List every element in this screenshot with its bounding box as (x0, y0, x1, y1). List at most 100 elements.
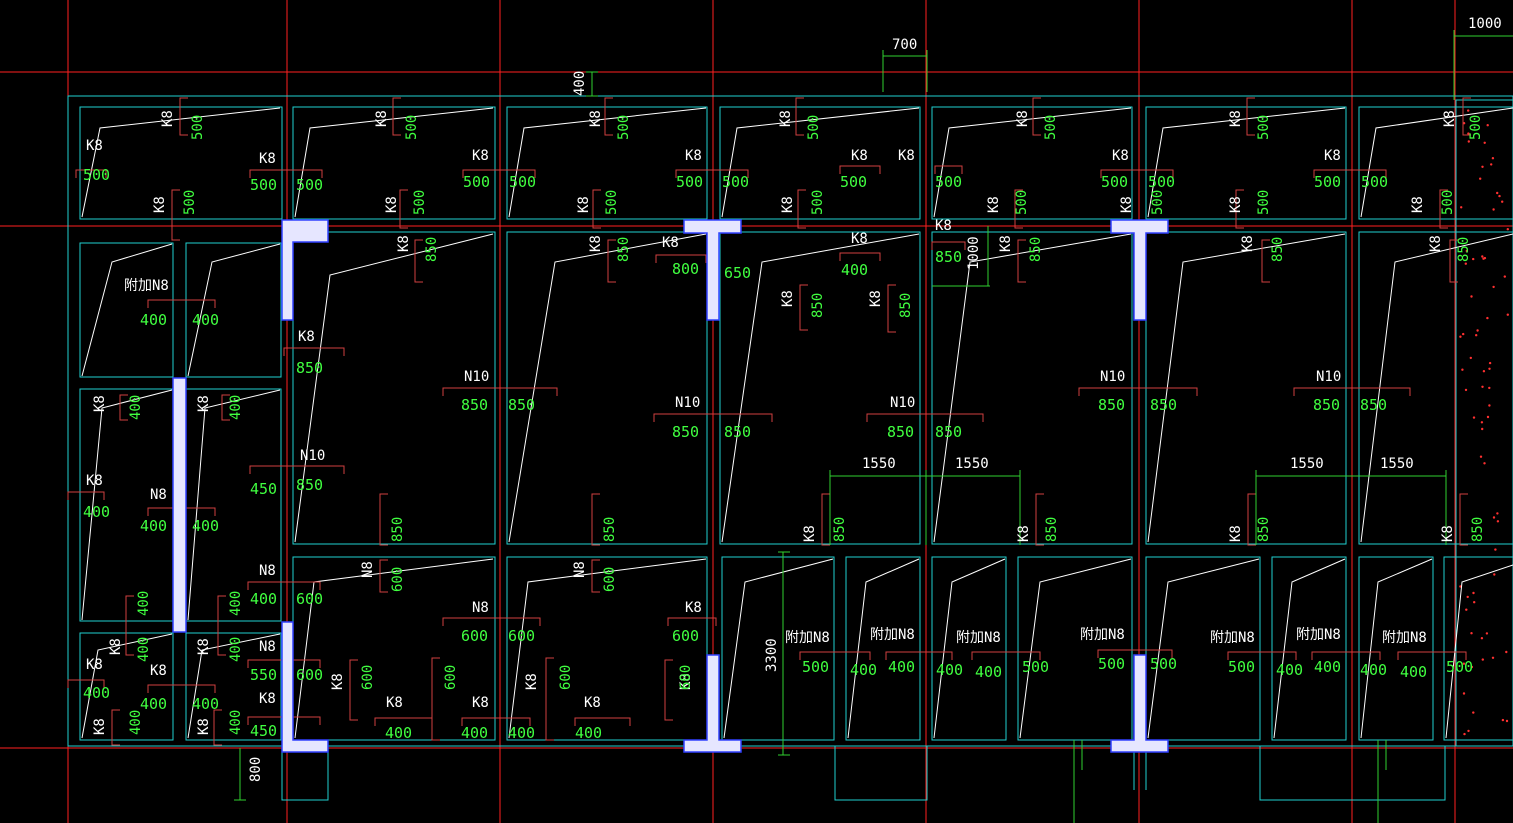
value-400: 400 (1400, 663, 1427, 681)
value-400: 400 (140, 517, 167, 535)
hatch-dot (1486, 124, 1489, 127)
leader-bracket (349, 659, 358, 721)
rebar-line (187, 243, 281, 377)
rebar-line (294, 233, 494, 543)
label-k8: K8 (86, 473, 103, 489)
leader-bracket (1261, 239, 1270, 283)
leader-bracket (675, 169, 749, 178)
rebar-line (187, 389, 281, 621)
label-k8: K8 (472, 148, 489, 164)
value-400: 400 (975, 663, 1002, 681)
leader-bracket (839, 252, 881, 261)
dim-span-b1: 1550 (1290, 456, 1324, 472)
rotated-label-k8: K8 (1442, 110, 1458, 127)
rotated-label-k8: K8 (576, 196, 592, 213)
leader-bracket (667, 617, 717, 626)
rotated-label-k8: K8 (780, 196, 796, 213)
rotated-label-k8: K8 (1410, 196, 1426, 213)
hatch-dot (1480, 637, 1484, 640)
hatch-dot (1462, 332, 1465, 336)
label-k8: K8 (662, 235, 679, 251)
dim-bottom-vert: 800 (248, 757, 264, 782)
rotated-label-v400: 400 (228, 637, 244, 662)
rotated-label-k8: K8 (396, 235, 412, 252)
rotated-label-v600: 600 (558, 665, 574, 690)
hatch-dot (1505, 719, 1509, 723)
hatch-dot (1462, 692, 1466, 695)
rotated-label-k8: K8 (1228, 196, 1244, 213)
leader-bracket (797, 189, 806, 229)
label-k8: K8 (685, 600, 702, 616)
hatch-dot (1475, 334, 1478, 337)
rotated-label-v600: 600 (602, 567, 618, 592)
leader-bracket (934, 165, 963, 174)
rotated-label-v850: 850 (616, 237, 632, 262)
rotated-label-v400: 400 (128, 710, 144, 735)
rotated-label-v500: 500 (412, 190, 428, 215)
leader-bracket (1459, 493, 1468, 546)
label-add-n8: 附加N8 (956, 630, 1001, 646)
value-400: 400 (192, 517, 219, 535)
value-500: 500 (802, 658, 829, 676)
hatch-dot (1486, 415, 1490, 419)
leader-bracket (1439, 189, 1448, 229)
leader-bracket (379, 559, 388, 593)
value-850: 850 (1313, 396, 1340, 414)
value-850: 850 (461, 396, 488, 414)
rotated-label-v850: 850 (1456, 237, 1472, 262)
label-k8: K8 (86, 138, 103, 154)
value-850: 850 (1098, 396, 1125, 414)
rotated-label-n8: N8 (360, 561, 376, 578)
value-600: 600 (296, 590, 323, 608)
column-t-bottom-right (1110, 654, 1169, 753)
hatch-dot (1467, 132, 1470, 135)
leader-bracket (1014, 189, 1023, 229)
rebar-values: 500 500 500 500 500 500 500 500 500 500 … (83, 166, 1473, 742)
leader-bracket (885, 651, 953, 660)
hatch-dot (1467, 140, 1471, 143)
value-600: 600 (296, 666, 323, 684)
label-k8: K8 (1112, 148, 1129, 164)
value-400: 400 (385, 724, 412, 742)
column-t-bottom-mid (683, 654, 742, 753)
value-500: 500 (935, 173, 962, 191)
rotated-label-k8: K8 (330, 673, 346, 690)
leader-bracket (591, 559, 600, 593)
rotated-label-k8: K8 (986, 196, 1002, 213)
rotated-label-v850: 850 (1470, 517, 1486, 542)
hatch-dot (1462, 662, 1466, 665)
leader-bracket (125, 595, 134, 656)
leader-bracket (247, 581, 321, 590)
rebar-line (1147, 107, 1346, 218)
hatch-dot (1492, 285, 1495, 289)
rotated-label-v600: 600 (360, 665, 376, 690)
hatch-dot (1476, 329, 1479, 332)
leader-bracket (119, 394, 128, 421)
hatch-dot (1503, 275, 1507, 278)
hatch-dot (1465, 249, 1469, 253)
label-k8: K8 (685, 148, 702, 164)
value-600: 600 (461, 627, 488, 645)
leader-bracket (399, 189, 408, 229)
rebar-line (1273, 558, 1346, 739)
hatch-dot (1490, 163, 1493, 166)
rotated-label-v500: 500 (190, 115, 206, 140)
leader-bracket (839, 165, 881, 174)
hatch-dot (1465, 608, 1468, 611)
value-500: 500 (83, 166, 110, 184)
rotated-label-v500: 500 (604, 190, 620, 215)
rotated-label-v400: 400 (136, 591, 152, 616)
leader-bracket (392, 97, 401, 136)
hatch-dot (1488, 386, 1491, 390)
leader-bracket (1235, 189, 1244, 229)
value-850: 850 (887, 423, 914, 441)
dim-span-a2: 1550 (955, 456, 989, 472)
leader-bracket (379, 493, 388, 546)
label-add-n8: 附加N8 (870, 627, 915, 643)
value-500: 500 (1228, 658, 1255, 676)
hatch-dot (1488, 367, 1491, 370)
rebar-line (508, 558, 707, 739)
leader-bracket (414, 239, 423, 283)
leader-bracket (67, 491, 105, 500)
label-add-n8: 附加N8 (1382, 630, 1427, 646)
